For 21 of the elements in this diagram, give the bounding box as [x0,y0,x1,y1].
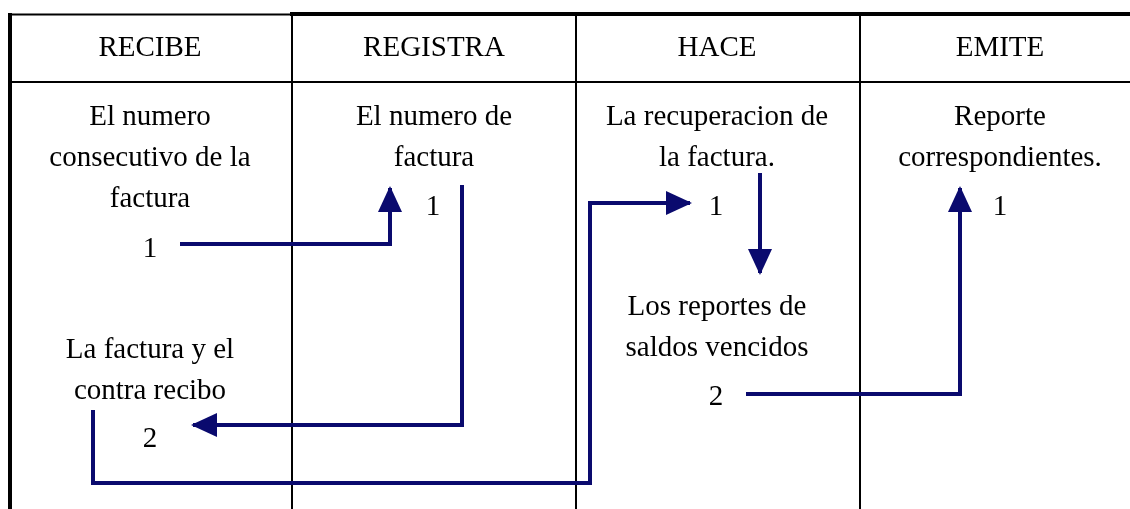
step-number: 2 [707,378,725,413]
column-header: EMITE [954,29,1046,64]
column-header: RECIBE [97,29,203,64]
flow-arrow [91,191,692,485]
step-text: La recuperacion de la factura. [604,95,830,177]
column-header: HACE [676,29,758,64]
step-number: 1 [707,188,725,223]
step-number: 2 [141,420,159,455]
step-text: El numero consecutivo de la factura [25,95,275,218]
flow-arrow [746,186,972,396]
step-number: 1 [991,188,1009,223]
step-text: El numero de factura [324,95,544,177]
step-number: 1 [141,230,159,265]
step-number: 1 [424,188,442,223]
column-header: REGISTRA [362,29,506,64]
step-text: La factura y el contra recibo [35,328,265,410]
flow-arrow [748,173,772,275]
flow-arrow [180,186,402,246]
flow-arrow [191,185,464,437]
step-text: Reporte correspondientes. [870,95,1130,177]
step-text: Los reportes de saldos vencidos [592,285,842,367]
